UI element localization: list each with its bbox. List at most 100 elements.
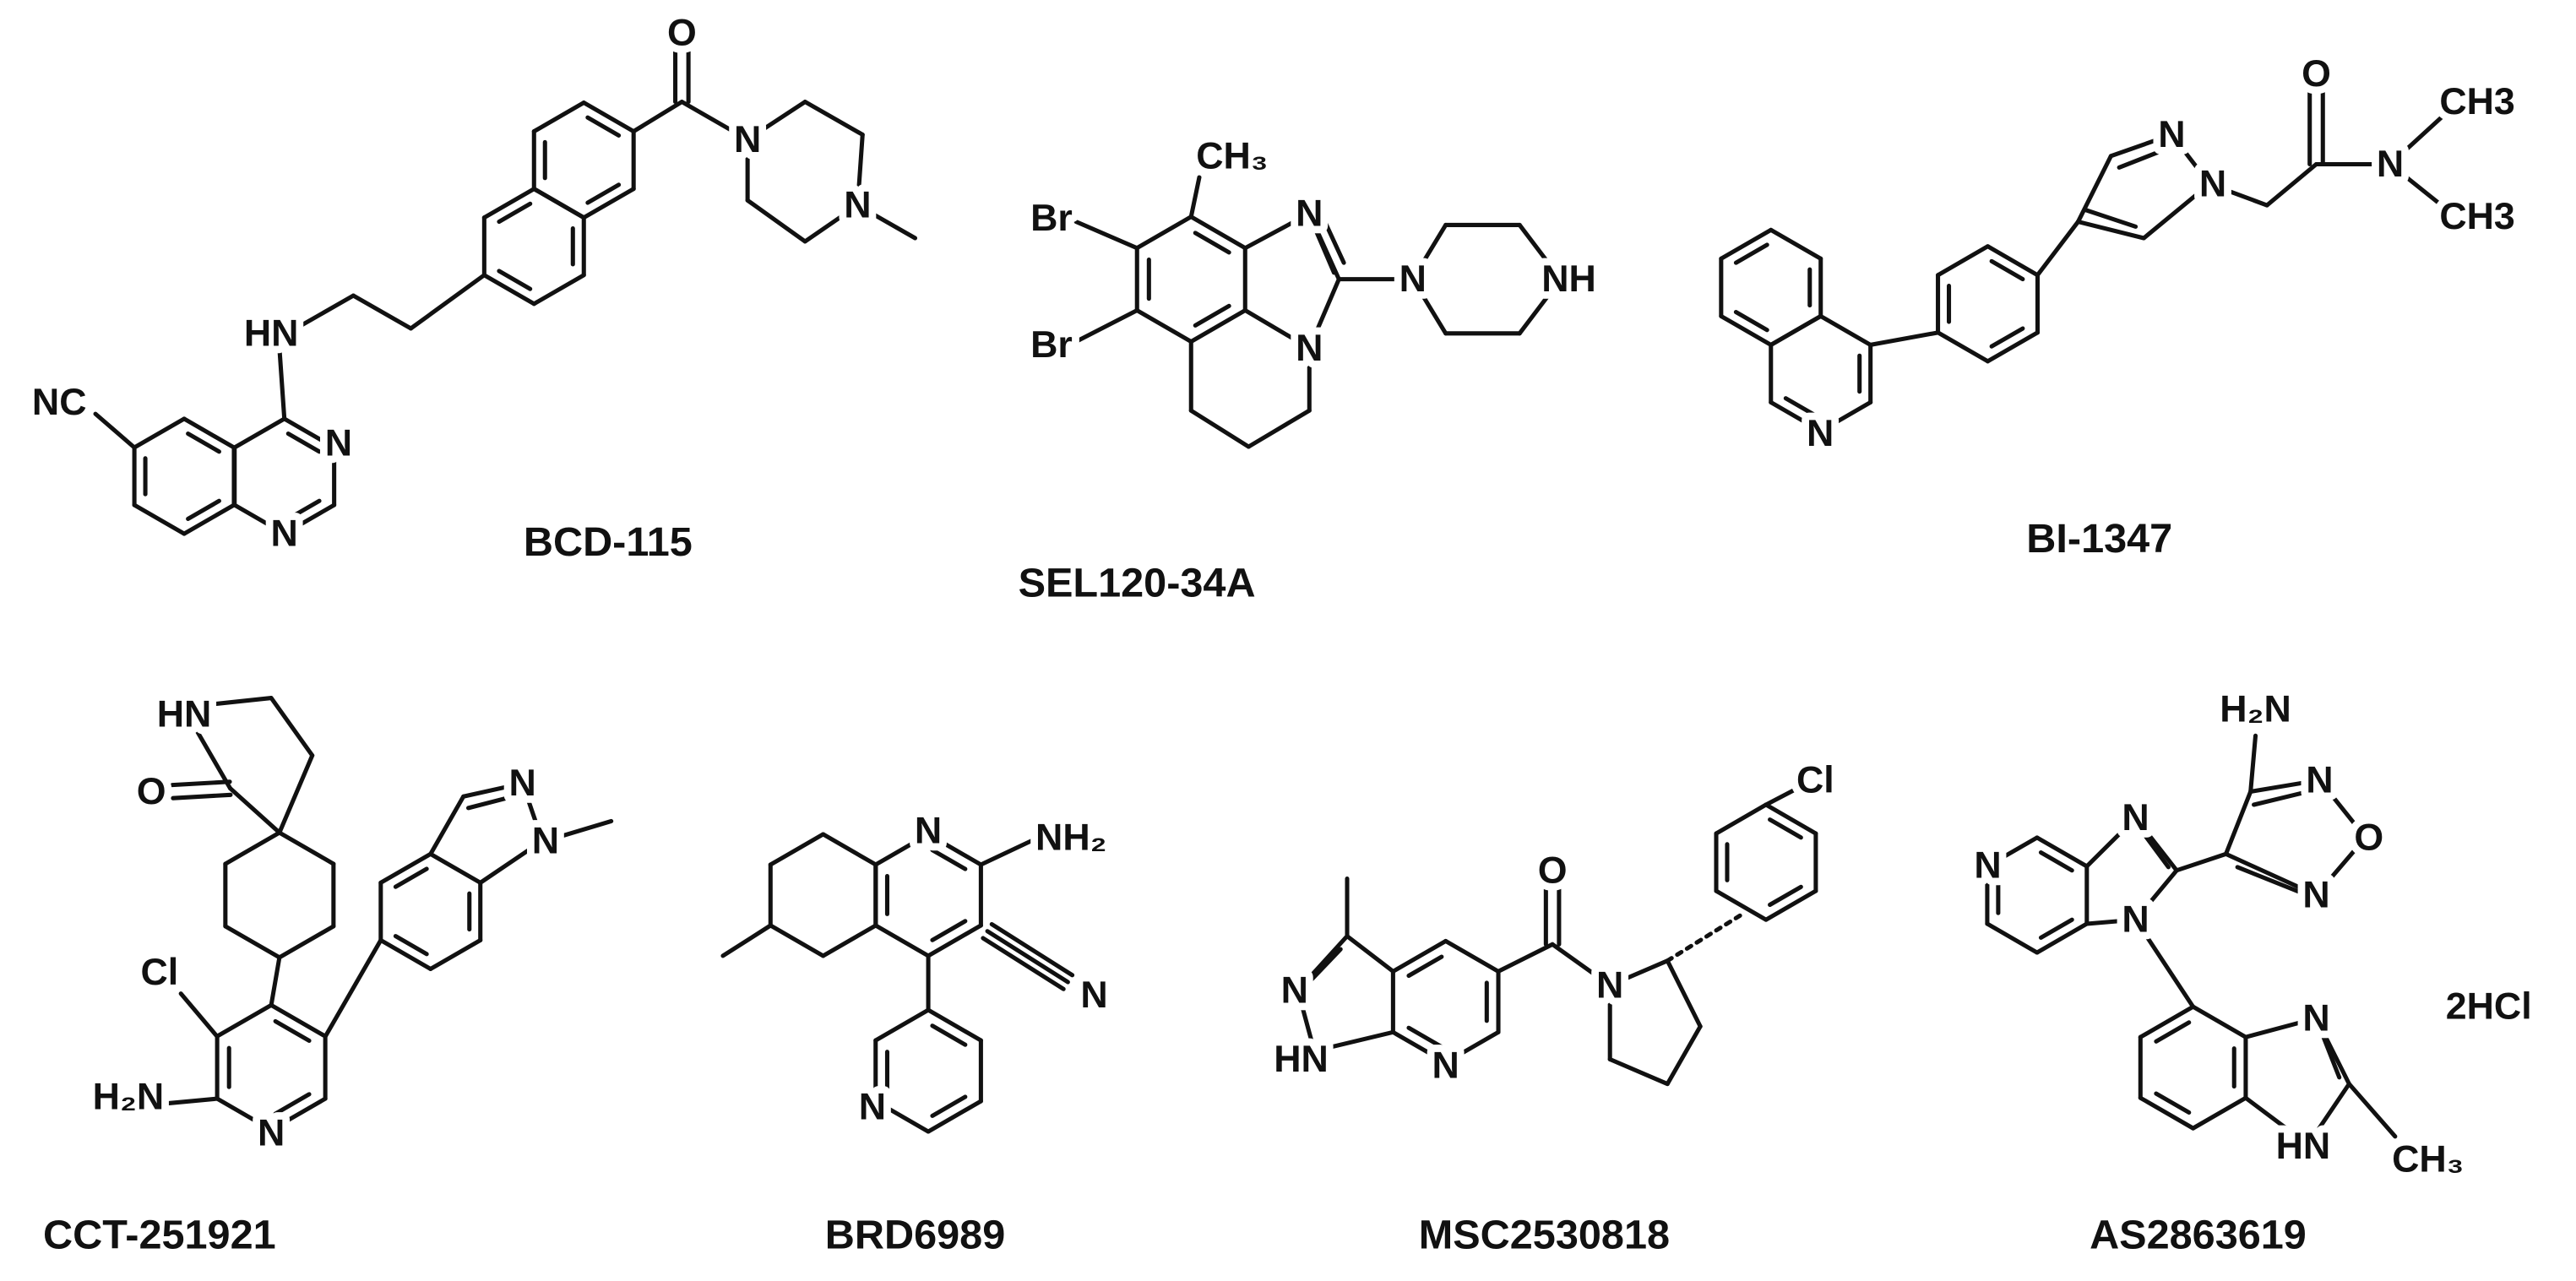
atom-label: N xyxy=(2302,874,2329,915)
bond xyxy=(481,187,536,220)
bond xyxy=(2038,917,2074,940)
bond xyxy=(2306,1082,2351,1148)
atom-label: NH xyxy=(1541,258,1596,300)
bond xyxy=(2243,1095,2311,1148)
molecule-brd6989: N NH₂ N N BRD6989 xyxy=(825,803,1116,1258)
compound-name: SEL120-34A xyxy=(1019,560,1256,605)
bond xyxy=(178,991,220,1039)
bond xyxy=(2084,208,2139,229)
bond xyxy=(1073,220,1139,251)
bond xyxy=(2243,1016,2319,1039)
bond xyxy=(2038,849,2074,873)
atom-label: N xyxy=(1296,193,1323,234)
bond xyxy=(585,182,622,205)
bond xyxy=(1390,938,1448,974)
bond xyxy=(2248,733,2258,794)
bond xyxy=(585,115,622,138)
bond xyxy=(1665,912,1744,963)
bond xyxy=(323,937,383,1039)
molecule-bi-1347: N N N O N CH3 CH3 BI-1347 xyxy=(1799,46,2522,562)
bond xyxy=(269,1096,328,1132)
atom-label: N xyxy=(844,185,871,226)
bond xyxy=(531,100,586,134)
bond xyxy=(1443,1029,1501,1065)
bond xyxy=(802,203,860,244)
bond xyxy=(282,416,337,450)
bond xyxy=(1768,884,1803,908)
bond xyxy=(1517,277,1563,336)
bond xyxy=(1714,802,1769,836)
bond xyxy=(2138,1095,2196,1131)
atom-label: N xyxy=(2122,797,2149,839)
salt-label: 2HCl xyxy=(2446,986,2532,1028)
bond xyxy=(1406,1025,1444,1050)
bond xyxy=(132,502,187,536)
bond xyxy=(1818,399,1873,434)
bond xyxy=(2191,1095,2248,1131)
bond xyxy=(768,832,826,867)
bond xyxy=(170,779,232,788)
atom-label: N xyxy=(2199,163,2226,204)
bond xyxy=(1989,326,2025,349)
bond xyxy=(1390,1029,1448,1065)
bond xyxy=(351,293,413,331)
bond xyxy=(1769,399,1823,434)
bond xyxy=(2133,868,2179,922)
bond xyxy=(1868,330,1941,347)
bond xyxy=(926,832,983,867)
atom-label: N xyxy=(1974,844,2001,886)
bond xyxy=(285,498,322,521)
bond xyxy=(1768,817,1803,840)
bond xyxy=(428,937,483,972)
atom-label: N xyxy=(532,820,559,861)
bond xyxy=(2223,851,2319,898)
bond xyxy=(2223,789,2253,856)
bond xyxy=(2191,1004,2248,1039)
bond xyxy=(378,851,433,885)
bond xyxy=(2075,220,2146,241)
bond xyxy=(1769,227,1823,261)
bond xyxy=(1607,1056,1670,1087)
bond xyxy=(186,432,221,454)
atom-label: H₂N xyxy=(2220,689,2291,730)
bond xyxy=(269,1002,328,1039)
bond xyxy=(2035,220,2081,278)
bond xyxy=(2388,161,2450,213)
atom-label: Br xyxy=(1030,198,1073,239)
bond xyxy=(768,923,826,958)
bond xyxy=(192,696,274,708)
bond xyxy=(171,792,233,801)
bond xyxy=(273,1018,312,1043)
atom-label: N xyxy=(2306,759,2333,801)
bond xyxy=(227,786,282,835)
bond xyxy=(1985,244,2040,278)
bond xyxy=(132,416,187,450)
atom-label: O xyxy=(137,771,166,812)
bond xyxy=(1517,222,1563,282)
bond xyxy=(2108,132,2174,159)
bond xyxy=(581,100,636,134)
bond xyxy=(162,1096,220,1106)
bond xyxy=(461,781,525,799)
bond xyxy=(2313,835,2368,898)
compound-name: BRD6989 xyxy=(825,1213,1005,1258)
atom-label: N xyxy=(1432,1045,1459,1087)
bond xyxy=(215,1002,274,1039)
bond xyxy=(821,832,878,867)
bond xyxy=(1134,308,1193,345)
bond xyxy=(1312,1029,1396,1054)
atom-label: CH3 xyxy=(2439,196,2514,237)
bond xyxy=(277,830,336,866)
atom-label: N xyxy=(1399,258,1427,300)
bond xyxy=(1410,222,1448,282)
bond xyxy=(285,432,322,454)
bond xyxy=(378,937,433,972)
compound-name: MSC2530818 xyxy=(1419,1213,1670,1258)
bond xyxy=(2248,778,2322,794)
bond xyxy=(273,1092,312,1116)
bond xyxy=(1188,214,1247,251)
bond xyxy=(1764,783,1807,807)
bond xyxy=(1733,242,1769,265)
bond xyxy=(720,923,773,958)
bond xyxy=(408,273,486,331)
